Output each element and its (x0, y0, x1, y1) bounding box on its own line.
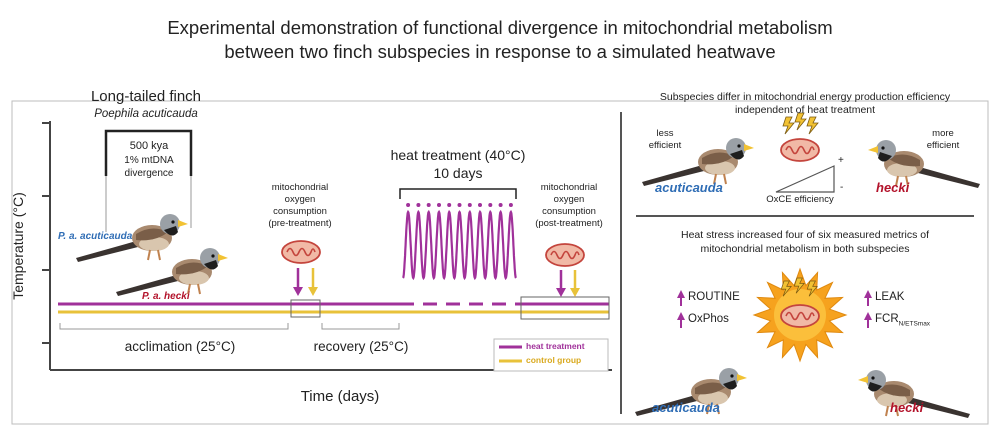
hecki-name: hecki (890, 400, 924, 415)
mitochondrion-icon (780, 138, 820, 162)
efficiency-triangle (775, 165, 835, 193)
figure-title: Experimental demonstration of functional… (0, 16, 1000, 64)
y-axis-label: Temperature (°C) (10, 192, 26, 300)
x-axis-label: Time (days) (300, 388, 380, 405)
species-latin-name: Poephila acuticauda (94, 108, 198, 120)
acuticauda-name: acuticauda (655, 180, 723, 195)
finch-hecki-icon (115, 247, 229, 297)
species-common-name: Long-tailed finch (90, 88, 202, 105)
plus-sign: + (838, 155, 844, 166)
acclimation-label: acclimation (25°C) (124, 339, 236, 354)
heat-bracket (399, 188, 517, 199)
heat-dot (406, 203, 411, 207)
heat-dot (508, 203, 513, 207)
more-efficient-label: more efficient (926, 128, 960, 151)
divergence-bracket (104, 129, 193, 176)
divergence-label: divergence (124, 168, 174, 179)
heat-dot (437, 203, 441, 207)
increase-arrows (677, 290, 872, 328)
heat-dot (467, 203, 472, 207)
heat-dot (457, 203, 462, 207)
mitochondrion-icon (281, 240, 321, 264)
heat-dot (416, 203, 421, 207)
legend-heat-label: heat treatment (526, 341, 585, 351)
lightning-icon (806, 116, 819, 135)
pre-treatment-label: mitochondrial oxygen consumption (pre-tr… (268, 182, 332, 229)
divergence-time: 500 kya (129, 140, 169, 152)
metrics-heading: Heat stress increased four of six measur… (680, 229, 929, 255)
title-line-2: between two finch subspecies in response… (224, 41, 776, 62)
heat-dots (406, 203, 513, 207)
heat-oscillation (402, 209, 517, 281)
heat-dot (498, 203, 503, 207)
pre-measure-box (290, 299, 321, 318)
subspecies-hecki-label: P. a. hecki (142, 291, 190, 302)
divergence-mtdna: 1% mtDNA (124, 155, 174, 166)
minus-sign: - (840, 182, 844, 193)
recovery-bracket (321, 323, 400, 330)
metric-oxphos: OxPhos (688, 313, 729, 325)
heat-dot (426, 203, 431, 207)
legend-box (493, 338, 609, 372)
subspecies-acuticauda-label: P. a. acuticauda (58, 231, 133, 242)
less-efficient-label: less efficient (648, 128, 682, 151)
legend-control-label: control group (526, 355, 582, 365)
heat-dot (488, 203, 493, 207)
post-treatment-label: mitochondrial oxygen consumption (post-t… (535, 182, 603, 229)
hecki-name: hecki (876, 180, 910, 195)
acuticauda-name: acuticauda (652, 400, 720, 415)
recovery-label: recovery (25°C) (313, 339, 409, 354)
efficiency-heading: Subspecies differ in mitochondrial energ… (659, 91, 951, 116)
mitochondrion-icon (545, 243, 585, 267)
title-line-1: Experimental demonstration of functional… (167, 17, 833, 38)
acclimation-bracket (59, 323, 289, 330)
oxce-efficiency-label: OxCE efficiency (766, 194, 834, 205)
metric-routine: ROUTINE (688, 291, 740, 303)
y-ticks (42, 122, 50, 344)
mitochondrion-icon (780, 304, 820, 328)
heat-dot (478, 203, 482, 207)
metric-leak: LEAK (875, 291, 905, 303)
metric-fcr: FCRN/ETSmax (875, 313, 931, 328)
heat-treatment-label: heat treatment (40°C) (390, 147, 526, 163)
post-measure-box (520, 296, 610, 320)
heat-dot (447, 203, 452, 207)
heat-duration-label: 10 days (433, 165, 483, 181)
panel-frame (11, 100, 989, 425)
lightning-icon (782, 116, 795, 135)
